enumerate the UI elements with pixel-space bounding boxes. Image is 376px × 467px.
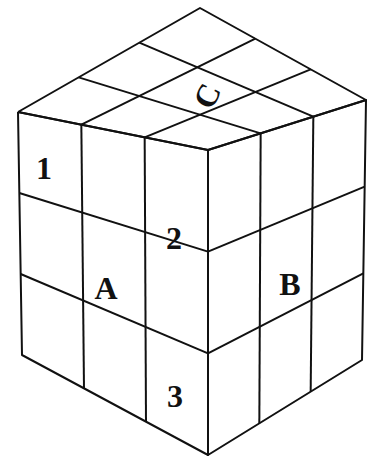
face-label: 1 — [36, 152, 52, 184]
face-label: C — [188, 79, 227, 113]
face-label: 2 — [166, 222, 182, 254]
cube-edge — [81, 125, 84, 389]
cube-edge — [311, 117, 314, 392]
cube-edge — [208, 100, 366, 455]
cube-edge — [79, 77, 261, 133]
cube-edge — [208, 187, 365, 252]
face-label: B — [279, 268, 300, 300]
face-label: A — [94, 272, 117, 304]
cube-edge — [145, 137, 146, 421]
face-label: 3 — [167, 380, 183, 412]
cube-edge — [259, 133, 260, 423]
cube-edge — [18, 112, 208, 455]
cube-edge — [145, 69, 311, 137]
